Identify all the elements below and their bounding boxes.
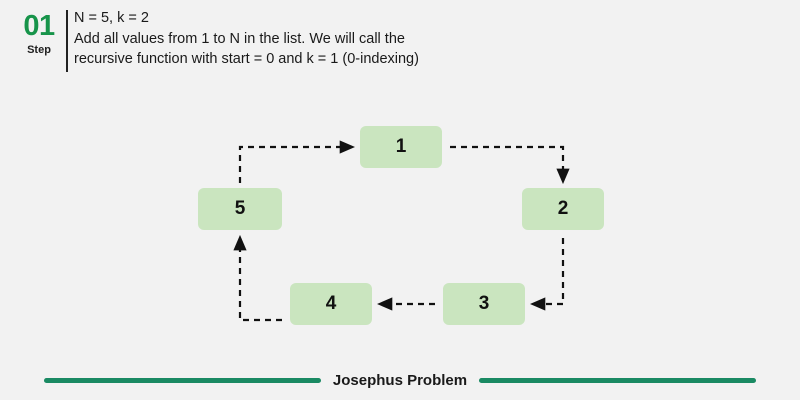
step-description-line-3: recursive function with start = 0 and k … [74,51,419,67]
edge-1-to-2 [450,145,570,185]
footer-rule-right [479,377,757,383]
edge-2-to-3 [529,238,565,311]
step-label: Step [27,44,51,56]
cycle-node-2[interactable]: 2 [522,188,604,230]
cycle-node-3[interactable]: 3 [443,283,525,325]
cycle-node-4[interactable]: 4 [290,283,372,325]
step-description-line-2: Add all values from 1 to N in the list. … [74,30,405,47]
diagram-edges [233,140,570,322]
cycle-node-1[interactable]: 1 [360,126,442,168]
step-number: 01 [23,10,55,42]
step-description: N = 5, k = 2 Add all values from 1 to N … [74,8,774,70]
footer-rule-left [43,377,321,383]
header-divider [66,10,68,72]
footer: Josephus Problem [0,360,800,400]
footer-title: Josephus Problem [332,371,468,389]
header: 01 Step N = 5, k = 2 Add all values from… [0,0,800,90]
step-description-line-1: N = 5, k = 2 [74,10,149,26]
step-badge: 01 Step [14,10,64,57]
edge-4-to-5 [233,234,282,322]
josephus-cycle-diagram: 1 2 3 4 5 [0,95,800,335]
cycle-node-5[interactable]: 5 [198,188,282,230]
edge-5-to-1 [238,140,356,183]
